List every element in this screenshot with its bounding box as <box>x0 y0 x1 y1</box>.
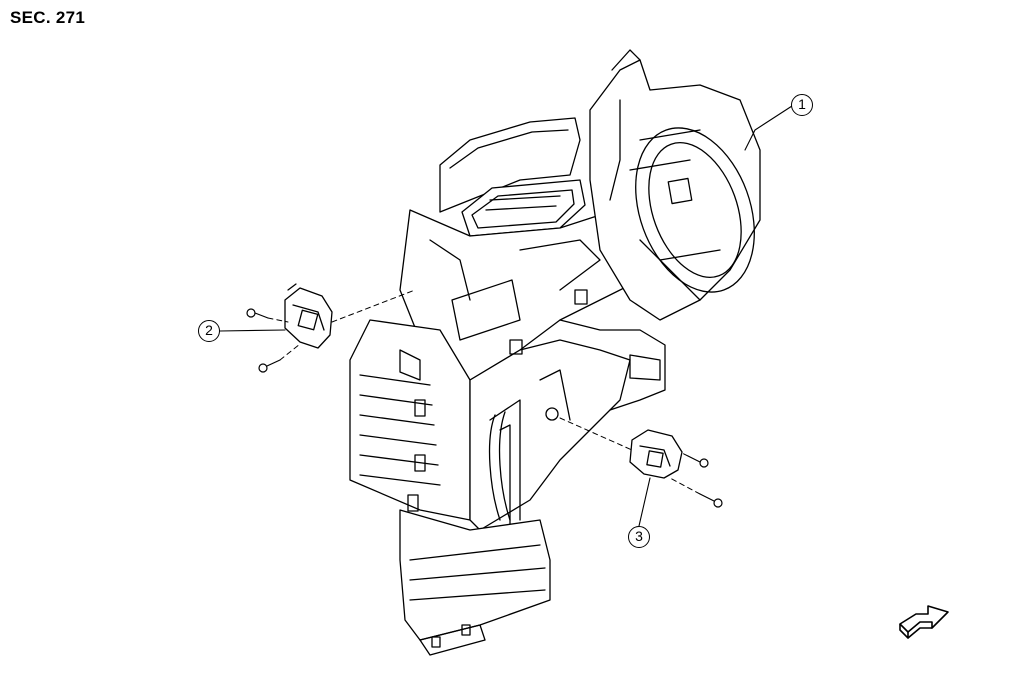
front-arrow-icon <box>898 602 950 640</box>
section-label: SEC. 271 <box>10 8 86 27</box>
assembly-line-3 <box>560 418 700 494</box>
screw-3b <box>700 494 722 507</box>
callout-1: 1 <box>791 94 813 116</box>
callout-2: 2 <box>198 320 220 342</box>
screw-2a <box>247 309 268 318</box>
screw-2b <box>259 360 280 372</box>
heater-cooling-unit <box>350 50 776 655</box>
actuator-2 <box>285 284 332 348</box>
callout-3: 3 <box>628 526 650 548</box>
actuator-3 <box>630 430 682 478</box>
leader-lines <box>220 106 792 526</box>
screw-3a <box>688 456 708 467</box>
assembly-line-2 <box>268 290 415 360</box>
